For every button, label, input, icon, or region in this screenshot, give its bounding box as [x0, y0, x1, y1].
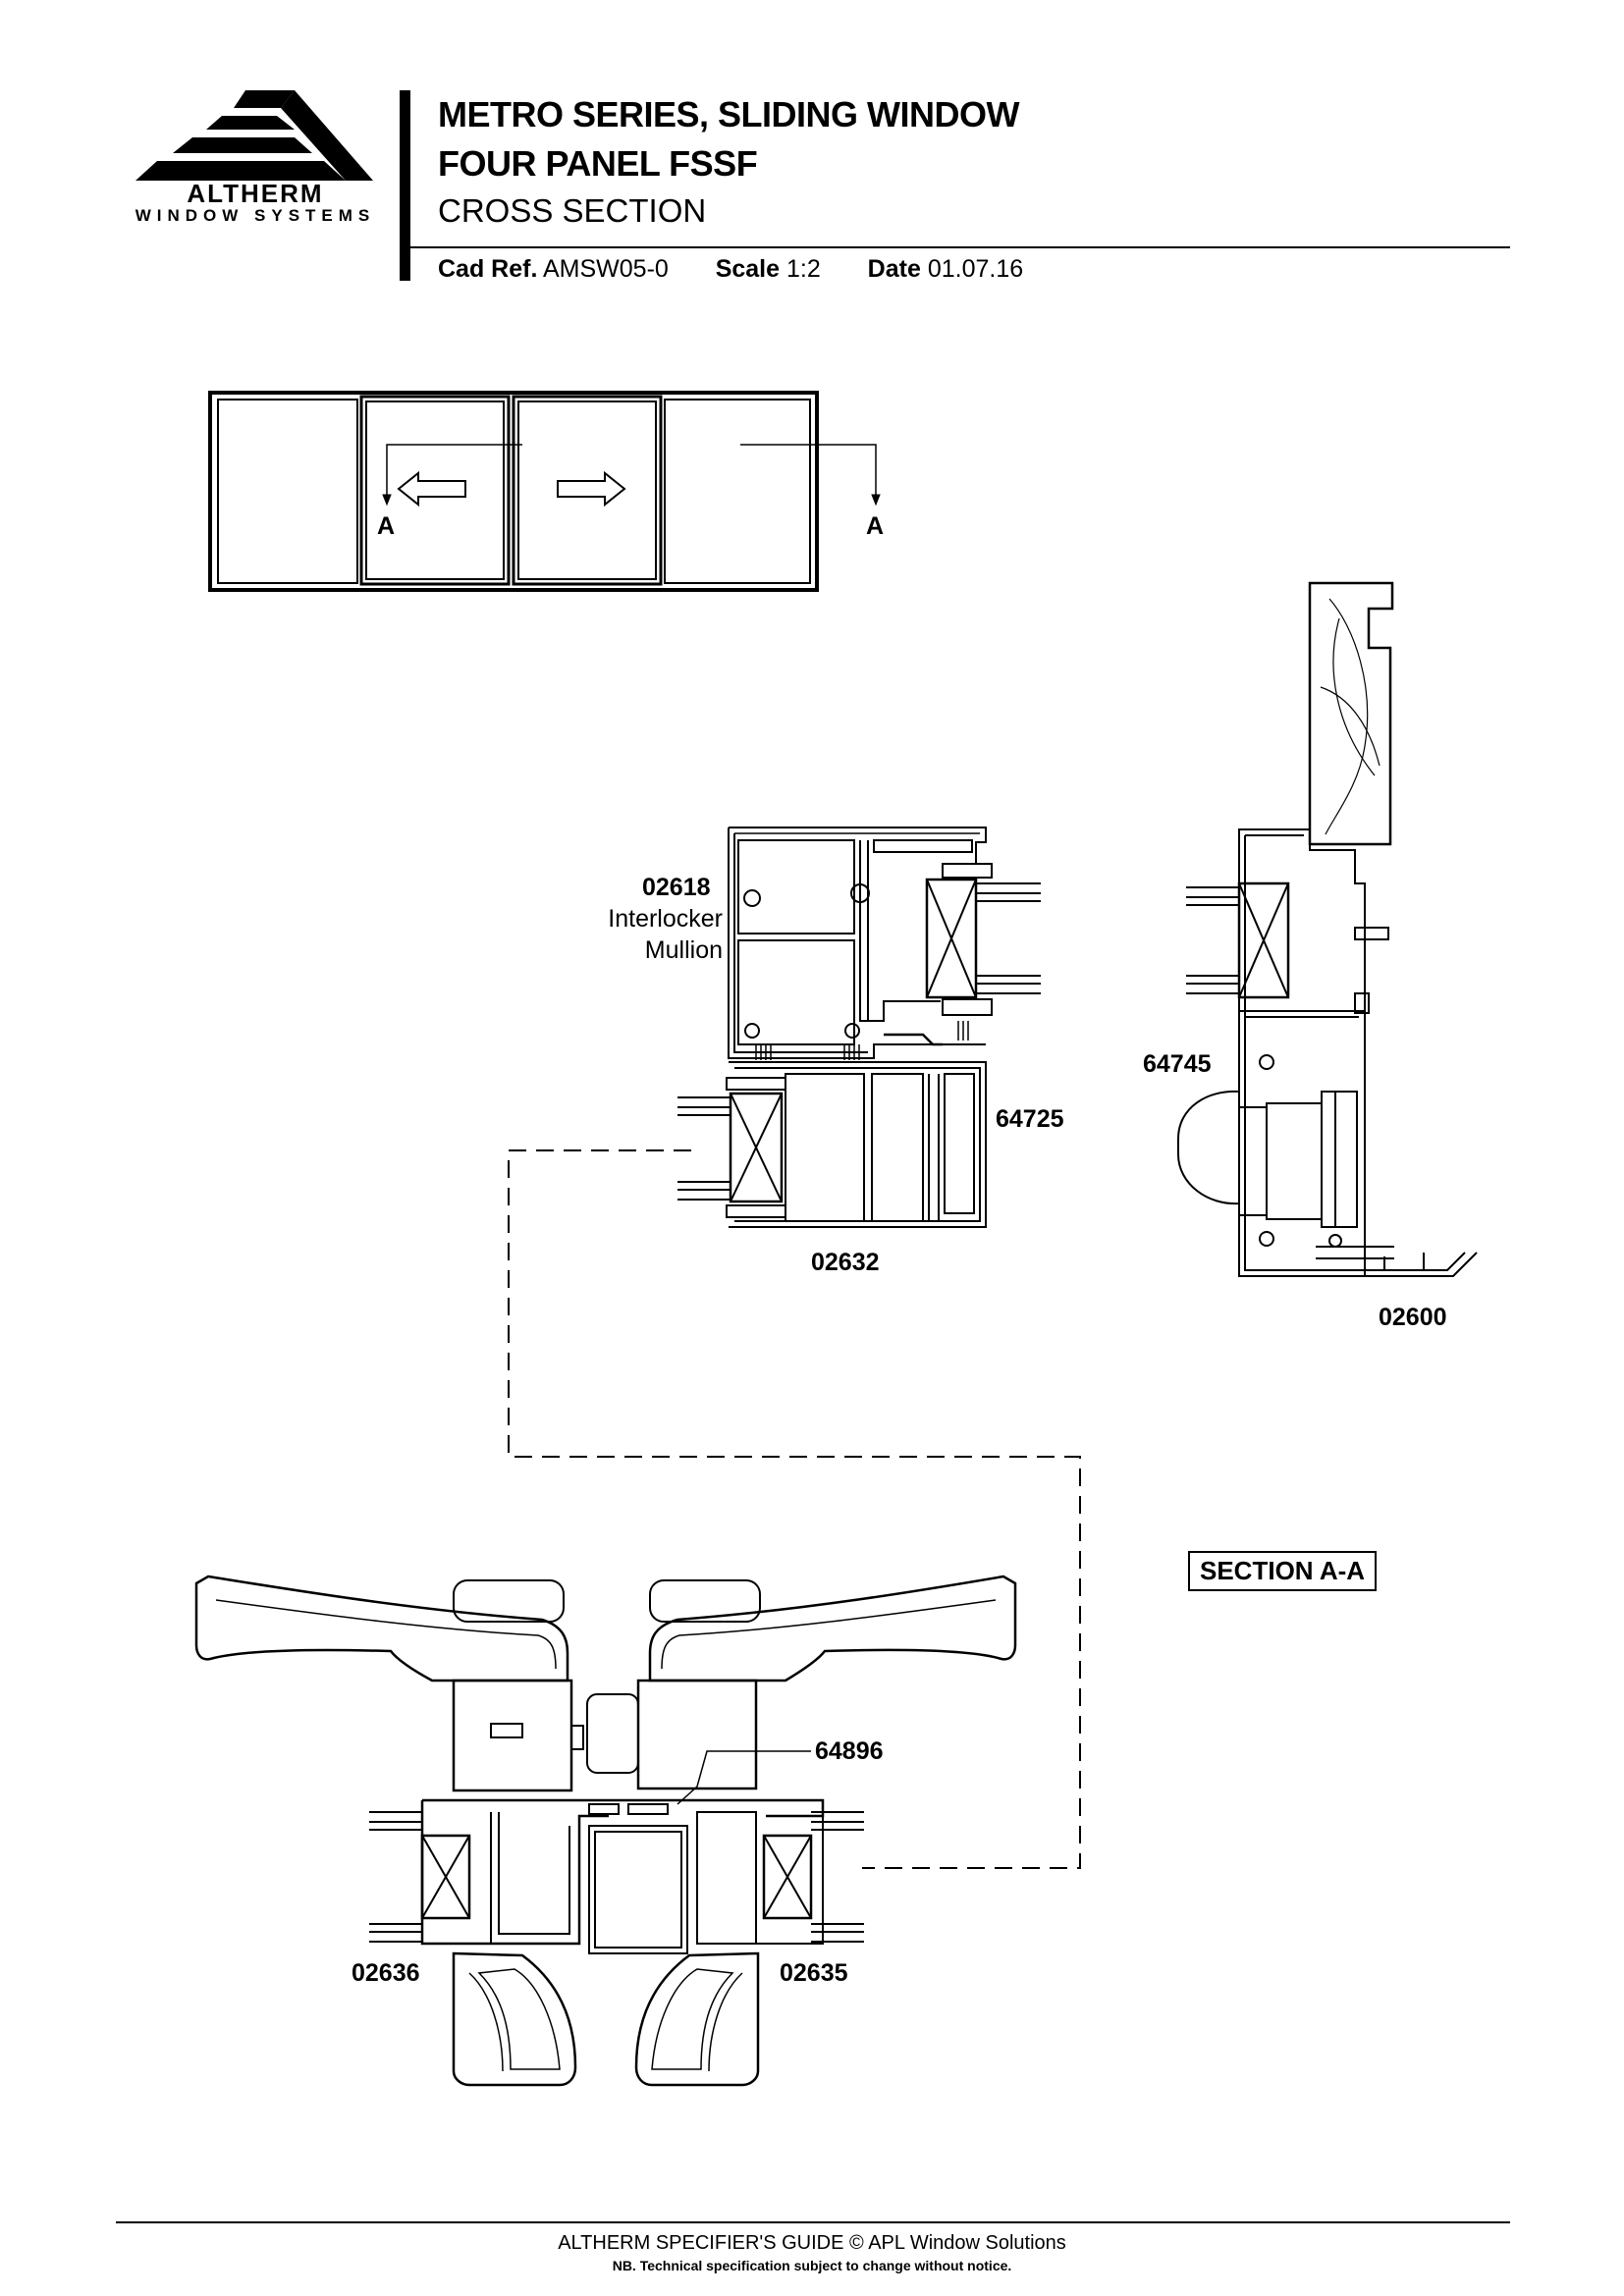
window-elevation	[208, 391, 881, 592]
brand-tagline: WINDOW SYSTEMS	[135, 206, 376, 225]
cad-ref-label: Cad Ref.	[438, 255, 538, 283]
label-02600: 02600	[1379, 1304, 1447, 1331]
jamb-frame-detail	[1177, 581, 1478, 1277]
label-02635: 02635	[780, 1959, 848, 1987]
scale-label: Scale	[715, 255, 781, 283]
footer-disclaimer: NB. Technical specification subject to c…	[612, 2258, 1012, 2273]
title-block-meta: Cad Ref. AMSW05-0 Scale 1:2 Date 01.07.1…	[438, 255, 1023, 284]
label-64745: 64745	[1143, 1050, 1212, 1078]
drawing-title-line1: METRO SERIES, SLIDING WINDOW	[438, 94, 1020, 134]
altherm-logo-mark	[135, 90, 373, 181]
section-title: SECTION A-A	[1188, 1551, 1378, 1591]
date-label: Date	[867, 255, 921, 283]
label-02636: 02636	[352, 1959, 420, 1987]
section-marker-left: A	[377, 512, 396, 540]
date-value: 01.07.16	[927, 255, 1024, 283]
drawing-title-line3: CROSS SECTION	[438, 192, 707, 229]
label-02632: 02632	[811, 1249, 880, 1276]
header-vertical-bar	[400, 90, 410, 281]
interlocker-mullion-detail	[677, 827, 1041, 1228]
drawing-title-line2: FOUR PANEL FSSF	[438, 143, 758, 184]
label-interlocker-code: 02618	[642, 874, 711, 901]
section-marker-right: A	[866, 512, 885, 540]
cad-ref-value: AMSW05-0	[542, 255, 669, 283]
label-interlocker-name-2: Mullion	[644, 936, 723, 964]
meeting-stile-detail	[194, 1575, 1017, 2087]
detail-link-dashed	[508, 1149, 1081, 1869]
brand-name: ALTHERM	[187, 179, 324, 208]
label-64725: 64725	[996, 1105, 1064, 1133]
scale-value: 1:2	[786, 255, 821, 283]
label-64896: 64896	[815, 1737, 884, 1765]
footer-credit: ALTHERM SPECIFIER'S GUIDE © APL Window S…	[558, 2232, 1066, 2254]
label-interlocker-name-1: Interlocker	[608, 905, 723, 933]
